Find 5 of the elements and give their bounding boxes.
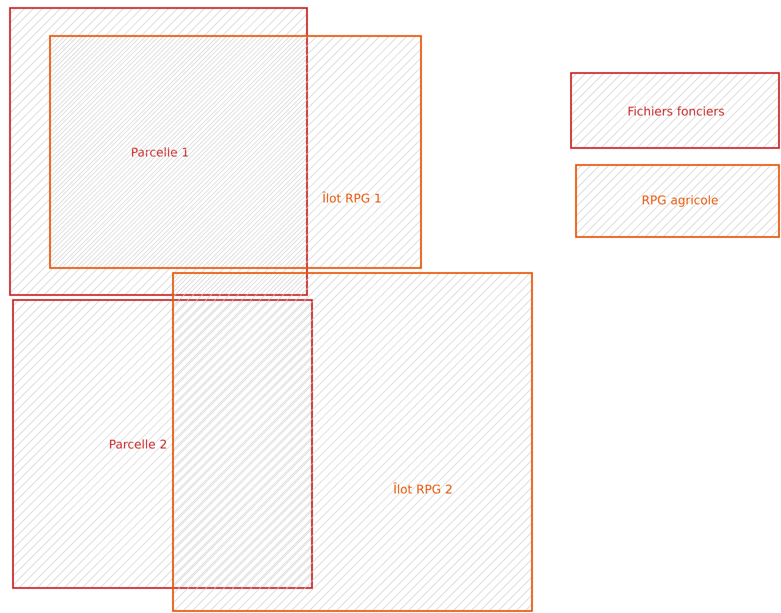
parcel-box: Parcelle 2 [12,299,313,589]
legend-label: RPG agricole [642,195,718,207]
parcel-box: Parcelle 1 [9,7,308,296]
plot-box: Îlot RPG 2 [172,272,533,612]
legend-label: Fichiers fonciers [628,106,724,116]
